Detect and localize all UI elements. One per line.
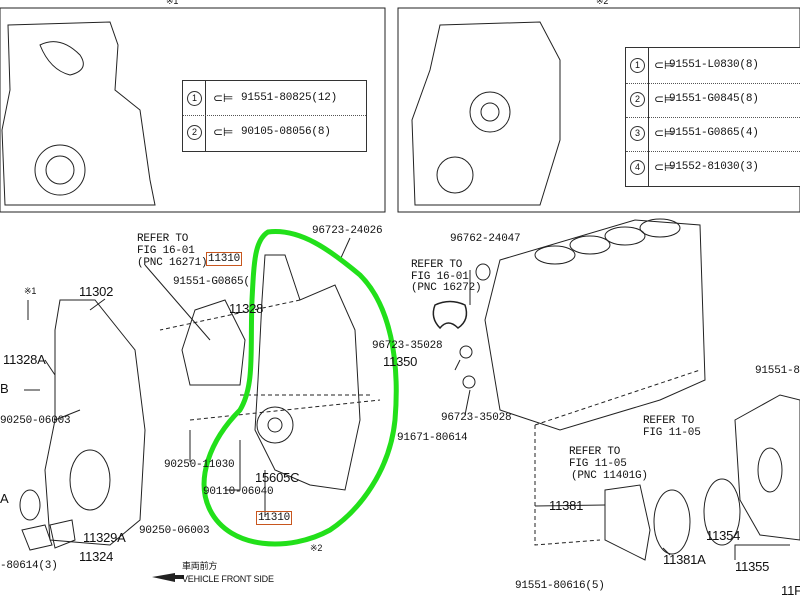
part-label[interactable]: -80614(3) (0, 560, 58, 572)
gasket-drawing (181, 299, 246, 386)
part-label[interactable]: 11381 (549, 498, 584, 513)
fastener-part[interactable]: 91551-G0845(8) (669, 93, 759, 105)
front-arrow-icon (152, 573, 175, 582)
highlight-outline (201, 229, 399, 547)
part-label[interactable]: 91551-80 (755, 365, 800, 377)
inset1-frame (0, 7, 386, 213)
part-label[interactable]: 96723-24026 (312, 225, 383, 237)
part-label[interactable]: 11328 (229, 301, 264, 316)
part-label-11310-bottom[interactable]: 11310 (256, 511, 293, 525)
inset2-fastener-table: 1 ⊂⊨ 91551-L0830(8) 2 ⊂⊨ 91551-G0845(8) … (625, 47, 800, 187)
refer-text[interactable]: REFER TO (411, 259, 463, 271)
marker-label: ※2 (310, 543, 323, 553)
inset2-marker: ※2 (596, 0, 609, 6)
part-label[interactable]: 96723-35028 (372, 340, 443, 352)
inset2-cover-drawing (411, 21, 561, 206)
fastener-part[interactable]: 91552-81030(3) (669, 161, 759, 173)
callout-number: 1 (187, 91, 202, 106)
refer-text[interactable]: FIG 11-05 (569, 458, 627, 470)
refer-text[interactable]: REFER TO (569, 446, 621, 458)
part-label[interactable]: 11328A (3, 352, 46, 367)
callout-number: 4 (630, 160, 645, 175)
part-label[interactable]: 90250-06003 (139, 525, 210, 537)
part-label[interactable]: 11350 (383, 354, 418, 369)
part-label[interactable]: 91671-80614 (397, 432, 468, 444)
cover-11310-drawing (254, 254, 361, 491)
fastener-part[interactable]: 91551-80825(12) (241, 92, 338, 104)
oil-seal-drawing (653, 489, 691, 555)
callout-number: 3 (630, 126, 645, 141)
part-label[interactable]: 90110-06040 (203, 486, 274, 498)
part-label[interactable]: 11329A (83, 530, 126, 545)
part-label[interactable]: 15605C (255, 470, 300, 485)
bolt-icon: ⊂⊨ (654, 92, 675, 106)
part-label[interactable]: 11302 (79, 284, 114, 299)
part-label[interactable]: 11354 (706, 528, 741, 543)
part-label[interactable]: B (0, 381, 9, 396)
inset1-cover-drawing (1, 21, 156, 206)
part-label-11310-top[interactable]: 11310 (206, 252, 243, 266)
part-label[interactable]: 96762-24047 (450, 233, 521, 245)
engine-block-drawing (484, 219, 706, 431)
fastener-part[interactable]: 91551-G0865(4) (669, 127, 759, 139)
part-label[interactable]: 11324 (79, 549, 114, 564)
part-label[interactable]: 90250-06003 (0, 415, 71, 427)
refer-text[interactable]: REFER TO (643, 415, 695, 427)
refer-text: (PNC 16272) (411, 282, 482, 294)
part-label[interactable]: 91551-G0865( (173, 276, 250, 288)
bolt-icon: ⊂⊨ (654, 58, 675, 72)
refer-text: (PNC 16271) (137, 257, 208, 269)
callout-number: 2 (630, 92, 645, 107)
plate-drawing (734, 394, 800, 541)
part-label[interactable]: 11381A (663, 552, 706, 567)
timing-cover-11302 (44, 299, 146, 546)
front-label-jp: 車両前方 (182, 561, 218, 571)
bolt-icon: ⊂⊨ (654, 126, 675, 140)
bolt-icon: ⊂⊨ (654, 160, 675, 174)
fastener-part[interactable]: 90105-08056(8) (241, 126, 331, 138)
part-label[interactable]: 91551-80616(5) (515, 580, 605, 592)
refer-text: (PNC 11401G) (571, 470, 648, 482)
front-label-en: VEHICLE FRONT SIDE (182, 574, 274, 584)
refer-text[interactable]: REFER TO (137, 233, 189, 245)
callout-number: 2 (187, 125, 202, 140)
refer-text[interactable]: FIG 11-05 (643, 427, 701, 439)
part-label[interactable]: 11F (781, 583, 800, 598)
inset1-fastener-table: 1 ⊂⊨ 91551-80825(12) 2 ⊂⊨ 90105-08056(8) (182, 80, 367, 152)
refer-text[interactable]: FIG 16-01 (137, 245, 195, 257)
bolt-icon: ⊂⊨ (213, 91, 234, 105)
marker-label: ※1 (24, 286, 37, 296)
part-label[interactable]: A (0, 491, 9, 506)
inset2-frame (397, 7, 800, 213)
part-label[interactable]: 96723-35028 (441, 412, 512, 424)
seal-retainer-drawing (604, 484, 651, 561)
inset1-marker: ※1 (166, 0, 179, 6)
refer-text[interactable]: FIG 16-01 (411, 271, 469, 283)
callout-number: 1 (630, 58, 645, 73)
part-label[interactable]: 11355 (735, 559, 770, 574)
fastener-part[interactable]: 91551-L0830(8) (669, 59, 759, 71)
bolt-icon: ⊂⊨ (213, 125, 234, 139)
part-label[interactable]: 90250-11030 (164, 459, 235, 471)
